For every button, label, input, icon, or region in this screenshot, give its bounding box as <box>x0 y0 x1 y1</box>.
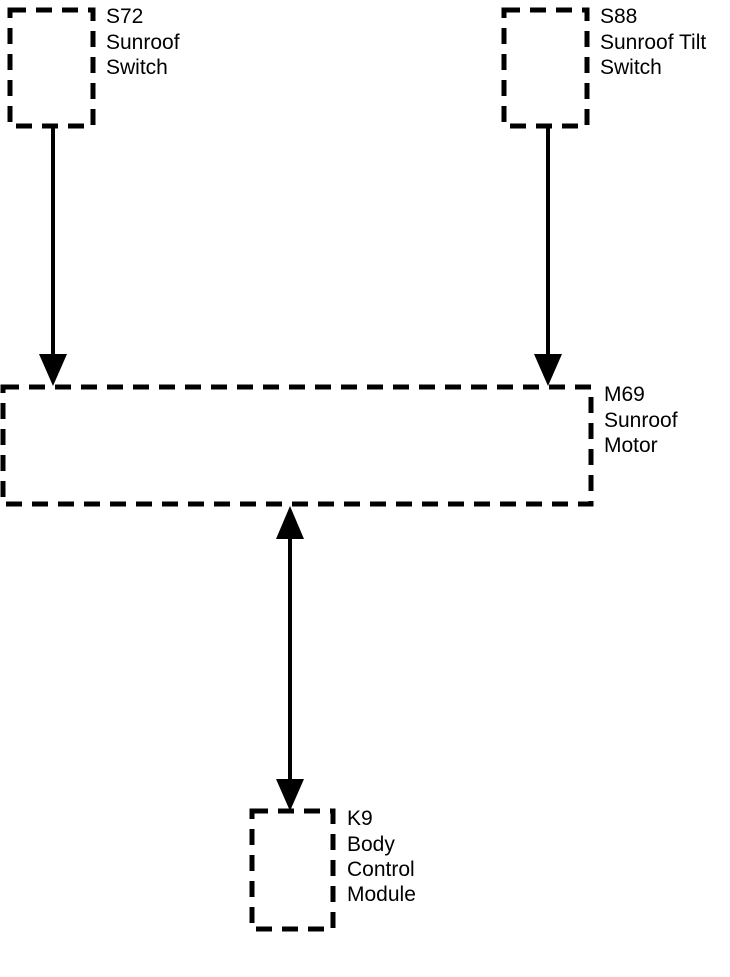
k9-name-line2: Control <box>347 858 415 881</box>
m69-name-line2: Motor <box>604 434 658 457</box>
s72-id-label: S72 <box>106 5 143 28</box>
k9-body-control-module: K9 Body Control Module <box>249 807 416 932</box>
s88-name-line1: Sunroof Tilt <box>600 31 706 54</box>
m69-box <box>0 384 594 507</box>
s72-name-line1: Sunroof <box>106 31 180 54</box>
connection-m69-k9 <box>276 506 304 811</box>
s72-box <box>7 7 96 129</box>
k9-name-line3: Module <box>347 883 416 906</box>
m69-id-label: M69 <box>604 383 645 406</box>
arrowhead-up-icon <box>276 506 304 539</box>
arrowhead-down-icon <box>276 779 304 811</box>
arrowhead-down-icon <box>534 354 562 386</box>
s72-sunroof-switch: S72 Sunroof Switch <box>7 5 180 129</box>
k9-name-line1: Body <box>347 833 395 856</box>
m69-name-line1: Sunroof <box>604 409 678 432</box>
m69-sunroof-motor: M69 Sunroof Motor <box>0 383 678 507</box>
k9-box <box>249 808 336 932</box>
connection-s88-to-m69 <box>534 128 562 386</box>
k9-id-label: K9 <box>347 807 373 830</box>
s72-name-line2: Switch <box>106 56 168 79</box>
s88-box <box>501 7 590 129</box>
arrowhead-down-icon <box>39 354 67 386</box>
s88-name-line2: Switch <box>600 56 662 79</box>
connection-s72-to-m69 <box>39 128 67 386</box>
s88-sunroof-tilt-switch: S88 Sunroof Tilt Switch <box>501 5 706 129</box>
s88-id-label: S88 <box>600 5 637 28</box>
